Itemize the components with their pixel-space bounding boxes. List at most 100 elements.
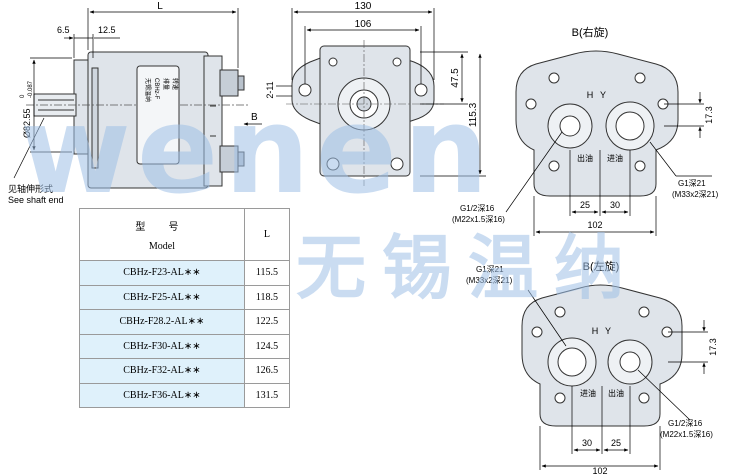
- front-bolt-2: [390, 157, 404, 171]
- model-table: 型 号 Model L CBHz-F23-AL∗∗115.5 CBHz-F25-…: [79, 208, 291, 408]
- left-bolt-6: [638, 392, 650, 404]
- table-row: CBHz-F25-AL∗∗118.5: [79, 284, 291, 310]
- l-cell: 124.5: [243, 333, 291, 359]
- model-cell: CBHz-F30-AL∗∗: [79, 333, 245, 359]
- right-callout-in: G1深21: [678, 179, 706, 188]
- left-callout-in: G1深21: [476, 265, 504, 274]
- left-dim-right: 25: [611, 438, 621, 448]
- left-port-label-left: 进油: [580, 388, 596, 398]
- left-port-outlet-bore: [619, 351, 641, 373]
- l-cell: 126.5: [243, 358, 291, 384]
- view-right-title: B(右旋): [572, 25, 609, 39]
- l-cell: 115.5: [243, 260, 291, 286]
- dim-tol-lower-label: -0.087: [28, 80, 34, 98]
- l-cell: 122.5: [243, 309, 291, 335]
- dim-flange-label: 6.5: [57, 25, 70, 35]
- front-bolt-1: [326, 157, 340, 171]
- view-b-left: B(左旋) H Y 进油 出油: [466, 259, 718, 476]
- dim-height-label: 115.3: [468, 102, 479, 127]
- right-callout-out-sub: (M22x1.5深16): [452, 215, 505, 224]
- left-callout-out: G1/2深16: [668, 419, 703, 428]
- dim-offset-label: 2-11: [265, 81, 275, 98]
- model-cell: CBHz-F28.2-AL∗∗: [79, 309, 245, 335]
- right-dim-left: 25: [580, 200, 590, 210]
- right-bolt-4: [634, 72, 646, 84]
- front-mount-hole-left: [298, 83, 312, 97]
- left-bolt-5: [554, 392, 566, 404]
- nameplate-line-4: 转速: [171, 78, 179, 90]
- table-header-row: 型 号 Model L: [79, 208, 291, 261]
- left-dim-left: 30: [582, 438, 592, 448]
- right-port-label-right: 进油: [607, 153, 623, 163]
- model-cell: CBHz-F32-AL∗∗: [79, 358, 245, 384]
- dim-inner-label: 106: [355, 19, 372, 30]
- dim-tol-upper-label: 0: [20, 94, 26, 98]
- left-bolt-4: [638, 306, 650, 318]
- front-mount-hole-right: [414, 83, 428, 97]
- right-port-label-left: 出油: [577, 153, 593, 163]
- right-bolt-5: [548, 160, 560, 172]
- table-row: CBHz-F28.2-AL∗∗122.5: [79, 309, 291, 335]
- dim-diameter-label: Ø82.55: [22, 108, 32, 138]
- left-mark-y: Y: [605, 326, 611, 336]
- nameplate-line-2: CBHz-F: [153, 78, 159, 100]
- right-dim-total: 102: [587, 220, 602, 230]
- dim-length-label: L: [157, 1, 163, 12]
- left-dim-bolt-v: 17.3: [708, 338, 718, 356]
- table-row: CBHz-F36-AL∗∗131.5: [79, 382, 291, 408]
- right-callout-out: G1/2深16: [460, 204, 495, 213]
- nameplate-line-1: 无锡温纳: [144, 78, 152, 102]
- header-model-cell: 型 号 Model: [79, 208, 245, 261]
- view-arrow-label: B: [251, 112, 258, 123]
- dim-width-label: 130: [355, 1, 372, 12]
- shaft-note-en: See shaft end: [8, 195, 64, 205]
- right-port-outlet-bore: [559, 115, 581, 137]
- left-bolt-1: [531, 326, 543, 338]
- front-view: 130 106 47.5 115.3 2-11: [265, 1, 486, 186]
- left-port-label-right: 出油: [608, 388, 624, 398]
- nameplate-line-3: 排量: [162, 78, 170, 90]
- header-model-cn: 型 号: [135, 221, 189, 233]
- l-cell: 118.5: [243, 284, 291, 310]
- front-view-dimensions: [276, 8, 486, 177]
- right-bolt-3: [548, 72, 560, 84]
- l-cell: 131.5: [243, 382, 291, 408]
- shaft-note-cn: 见轴伸形式: [8, 183, 53, 194]
- right-dim-right: 30: [610, 200, 620, 210]
- right-dimensions: [505, 92, 712, 236]
- model-cell: CBHz-F23-AL∗∗: [79, 260, 245, 286]
- side-view-dimensions: [13, 8, 262, 179]
- dim-boss-label: 12.5: [98, 25, 116, 35]
- nameplate: 无锡温纳 CBHz-F 排量 转速: [136, 65, 180, 165]
- right-port-inlet-bore: [615, 111, 645, 141]
- right-mark-h: H: [587, 90, 594, 100]
- model-cell: CBHz-F25-AL∗∗: [79, 284, 245, 310]
- right-cover: [515, 50, 679, 197]
- left-port-inlet-bore: [557, 347, 587, 377]
- view-b-right: B(右旋) H Y 出油 进油: [452, 25, 719, 236]
- header-model-en: Model: [148, 240, 175, 252]
- left-dimensions: [527, 289, 708, 470]
- table-row: CBHz-F30-AL∗∗124.5: [79, 333, 291, 359]
- right-callout-in-sub: (M33x2深21): [672, 190, 719, 199]
- right-bolt-6: [634, 160, 646, 172]
- dim-center-label: 47.5: [450, 68, 461, 88]
- left-cover: [521, 284, 683, 427]
- side-view: 无锡温纳 CBHz-F 排量 转速 L 6.5 12.5 Ø82.55 0: [8, 1, 262, 205]
- right-dim-bolt-v: 17.3: [704, 106, 714, 124]
- view-left-title: B(左旋): [583, 259, 620, 273]
- front-bolt-3: [328, 57, 338, 67]
- table-row: CBHz-F32-AL∗∗126.5: [79, 358, 291, 384]
- right-bolt-1: [525, 98, 537, 110]
- left-bolt-3: [554, 306, 566, 318]
- front-bolt-4: [392, 57, 402, 67]
- left-callout-out-sub: (M22x1.5深16): [660, 430, 713, 439]
- left-callout-in-sub: (M33x2深21): [466, 276, 513, 285]
- right-mark-y: Y: [600, 90, 606, 100]
- left-mark-h: H: [592, 326, 599, 336]
- header-l-cell: L: [243, 208, 291, 261]
- left-dim-total: 102: [592, 466, 607, 476]
- table-row: CBHz-F23-AL∗∗115.5: [79, 260, 291, 286]
- model-cell: CBHz-F36-AL∗∗: [79, 382, 245, 408]
